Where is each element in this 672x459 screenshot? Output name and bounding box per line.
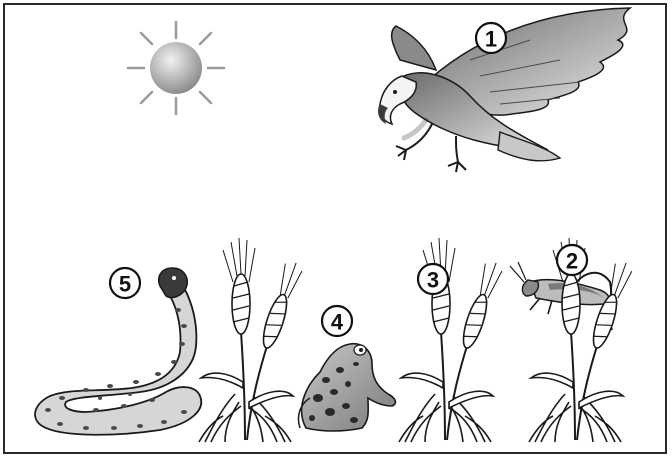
sun-icon xyxy=(128,22,224,114)
frog-illustration xyxy=(298,344,395,431)
label-5: 5 xyxy=(110,268,140,298)
svg-text:1: 1 xyxy=(485,27,497,52)
wheat-plant-middle xyxy=(399,238,504,442)
svg-text:4: 4 xyxy=(331,310,344,335)
wheat-plant-left xyxy=(199,238,304,442)
label-2: 2 xyxy=(557,245,587,275)
label-3: 3 xyxy=(418,264,448,294)
svg-text:2: 2 xyxy=(566,249,578,274)
svg-text:5: 5 xyxy=(119,272,131,297)
svg-text:3: 3 xyxy=(427,268,439,293)
label-4: 4 xyxy=(322,306,352,336)
label-1: 1 xyxy=(476,23,506,53)
